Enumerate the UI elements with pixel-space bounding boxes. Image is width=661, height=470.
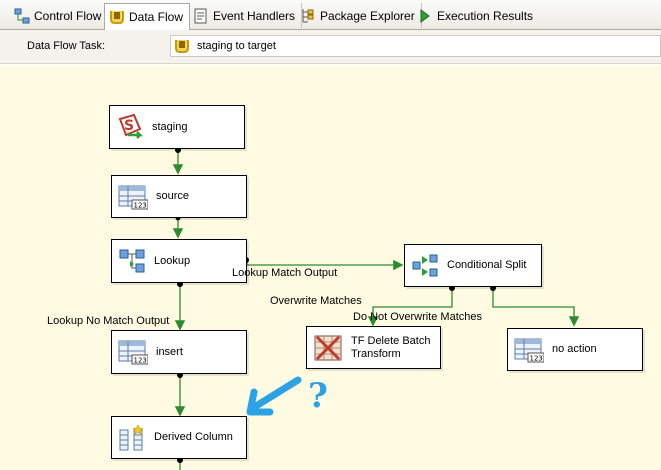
package-explorer-icon [300, 8, 316, 24]
designer-tab-strip: Control Flow Data Flow Event Handlers Pa… [0, 0, 661, 31]
annotation-question-mark: ? [308, 376, 328, 416]
execution-results-icon [417, 8, 433, 24]
tab-control-flow[interactable]: Control Flow [10, 3, 109, 28]
tab-execution-results-label: Execution Results [437, 8, 534, 23]
path-label-lookup-match: Lookup Match Output [232, 267, 338, 279]
table-destination-icon: 123 [514, 337, 545, 363]
path-split-no-action [492, 287, 580, 327]
component-tf-delete-batch-transform[interactable]: TF Delete Batch Transform [306, 326, 441, 369]
data-flow-task-bar: Data Flow Task: staging to target [0, 30, 661, 64]
component-lookup[interactable]: Lookup [111, 239, 247, 283]
component-no-action[interactable]: 123 no action [507, 328, 643, 371]
path-lookup-match [246, 259, 404, 271]
conditional-split-icon [411, 252, 439, 280]
tab-event-handlers[interactable]: Event Handlers [189, 3, 303, 28]
table-destination-icon: 123 [118, 339, 149, 365]
data-flow-task-selector[interactable]: staging to target [170, 35, 661, 57]
tab-data-flow-label: Data Flow [129, 10, 184, 24]
path-split-tf-delete [367, 287, 453, 327]
tab-execution-results[interactable]: Execution Results [413, 3, 539, 28]
component-insert-label: insert [156, 345, 183, 358]
data-flow-task-icon [174, 38, 190, 54]
path-label-do-not-overwrite: Do Not Overwrite Matches [353, 311, 482, 323]
component-staging-label: staging [152, 120, 188, 133]
data-flow-task-label: Data Flow Task: [27, 40, 106, 52]
lookup-icon [118, 247, 146, 275]
svg-text:123: 123 [134, 357, 147, 365]
annotation-arrow-shaft [252, 376, 302, 410]
component-lookup-label: Lookup [154, 254, 191, 267]
tab-package-explorer-label: Package Explorer [320, 8, 415, 23]
control-flow-icon [14, 8, 30, 24]
component-source-label: source [156, 190, 190, 202]
svg-text:123: 123 [530, 354, 543, 362]
component-derived-column[interactable]: Derived Column [111, 416, 247, 459]
ole-db-source-icon: S [116, 113, 144, 141]
component-no-action-label: no action [552, 343, 597, 355]
component-source[interactable]: 123 source [111, 175, 247, 218]
tab-package-explorer[interactable]: Package Explorer [296, 3, 422, 28]
delete-batch-icon [313, 333, 343, 363]
event-handlers-icon [193, 8, 209, 24]
component-insert[interactable]: 123 insert [111, 330, 247, 374]
table-source-icon: 123 [118, 184, 149, 210]
derived-column-icon [118, 423, 146, 452]
tab-control-flow-label: Control Flow [34, 8, 102, 23]
svg-text:123: 123 [134, 201, 147, 209]
data-flow-task-value: staging to target [197, 40, 276, 52]
path-label-overwrite: Overwrite Matches [270, 295, 362, 307]
tab-event-handlers-label: Event Handlers [213, 8, 296, 23]
data-flow-icon [109, 9, 125, 25]
annotation-arrow-head [246, 388, 274, 416]
component-tf-delete-label: TF Delete Batch Transform [351, 334, 431, 360]
path-label-lookup-no-match: Lookup No Match Output [47, 315, 170, 327]
svg-text:S: S [124, 118, 134, 134]
component-conditional-split-label: Conditional Split [447, 259, 527, 271]
component-derived-column-label: Derived Column [154, 431, 233, 443]
component-conditional-split[interactable]: Conditional Split [404, 244, 542, 287]
component-staging[interactable]: S staging [109, 105, 245, 149]
